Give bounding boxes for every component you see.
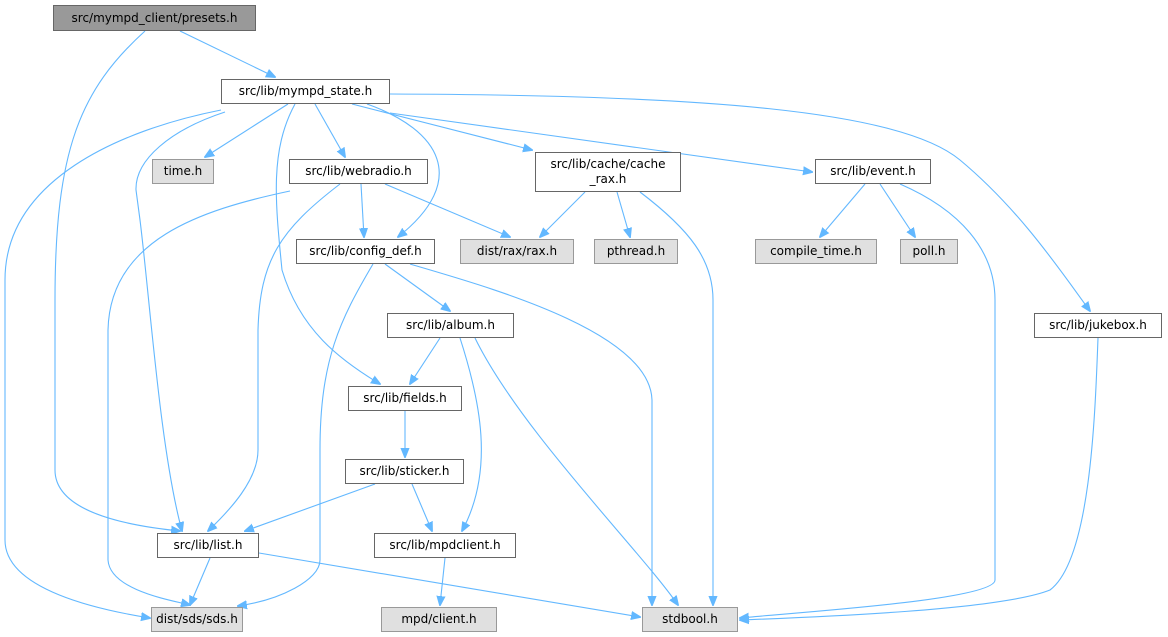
edge-mympd_state-jukebox [389,93,1090,311]
edge-mympd_state-cache_rax [351,103,532,150]
edge-sticker-mpdclient [411,483,432,531]
edge-config_def-album [384,263,450,311]
node-sticker[interactable]: src/lib/sticker.h [345,459,464,484]
edge-mympd_state-event [389,112,812,172]
edge-event-stdbool [740,183,996,618]
edge-cache_rax-rax [540,191,586,237]
edge-mympd_state-list [135,111,226,531]
edge-mympd_state-webradio [314,103,345,157]
edge-sticker-list [245,483,376,531]
node-webradio[interactable]: src/lib/webradio.h [289,159,428,184]
node-mympd-state[interactable]: src/lib/mympd_state.h [221,79,390,104]
edge-mympd_state-sds [4,109,222,618]
node-config-def[interactable]: src/lib/config_def.h [296,239,435,264]
node-fields[interactable]: src/lib/fields.h [348,386,462,411]
edge-webradio-rax [384,183,510,237]
edge-presets-list [54,30,180,531]
node-poll: poll.h [900,239,958,264]
node-jukebox[interactable]: src/lib/jukebox.h [1034,313,1162,338]
edge-list-stdbool [258,552,640,617]
node-pthread: pthread.h [594,239,678,264]
node-event[interactable]: src/lib/event.h [815,159,931,184]
edge-config_def-stdbool [409,263,652,605]
node-list[interactable]: src/lib/list.h [157,533,259,558]
edge-mympd_state-time [205,103,289,157]
edge-album-fields [410,337,441,384]
node-compile-time: compile_time.h [755,239,877,264]
edge-list-sds [190,557,211,605]
node-time: time.h [152,159,214,184]
edge-webradio-sds [107,190,291,605]
edge-album-mpdclient [459,337,482,531]
edge-config_def-sds [238,263,374,606]
node-cache-rax[interactable]: src/lib/cache/cache _rax.h [535,152,681,192]
node-presets[interactable]: src/mympd_client/presets.h [53,5,256,31]
edge-event-compile_time [820,183,866,237]
edge-event-poll [879,183,915,237]
node-mpd-client: mpd/client.h [381,607,497,632]
edge-presets-mympd_state [179,30,275,77]
node-rax: dist/rax/rax.h [460,239,574,264]
edge-cache_rax-pthread [616,191,630,237]
node-stdbool: stdbool.h [642,607,738,632]
edge-webradio-list [208,183,341,531]
edge-jukebox-stdbool [740,337,1099,620]
edge-mympd_state-fields [275,103,380,384]
node-mpdclient[interactable]: src/lib/mpdclient.h [374,533,516,558]
node-album[interactable]: src/lib/album.h [387,313,514,338]
edge-album-stdbool [474,337,678,605]
edge-webradio-config_def [361,183,364,237]
edge-mpdclient-mpd_client [440,557,445,605]
edge-cache_rax-stdbool [639,191,713,605]
node-sds: dist/sds/sds.h [151,607,243,632]
